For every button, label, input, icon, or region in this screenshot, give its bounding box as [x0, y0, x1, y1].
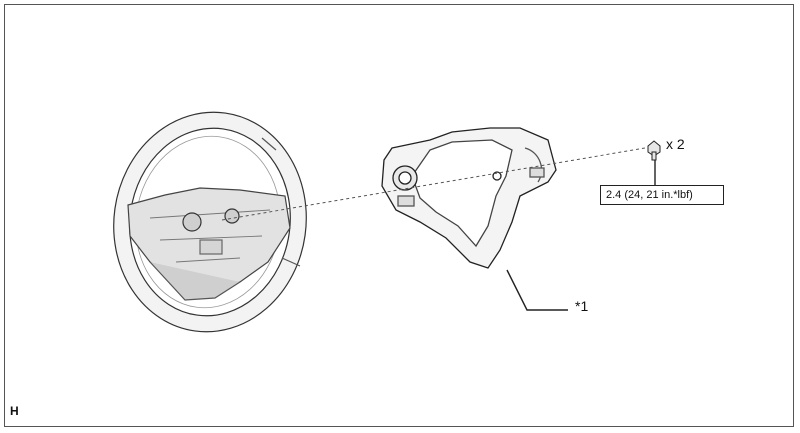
screw-icon — [647, 140, 661, 161]
steering-pad-icon — [381, 127, 557, 269]
diagram-frame — [4, 4, 794, 427]
callout-label: *1 — [575, 298, 589, 314]
steering-wheel-icon — [113, 111, 307, 333]
corner-mark: H — [10, 404, 19, 418]
callout-leader-line — [506, 269, 568, 311]
quantity-label: x 2 — [666, 136, 685, 152]
torque-spec-box: 2.4 (24, 21 in.*lbf) — [600, 185, 724, 205]
